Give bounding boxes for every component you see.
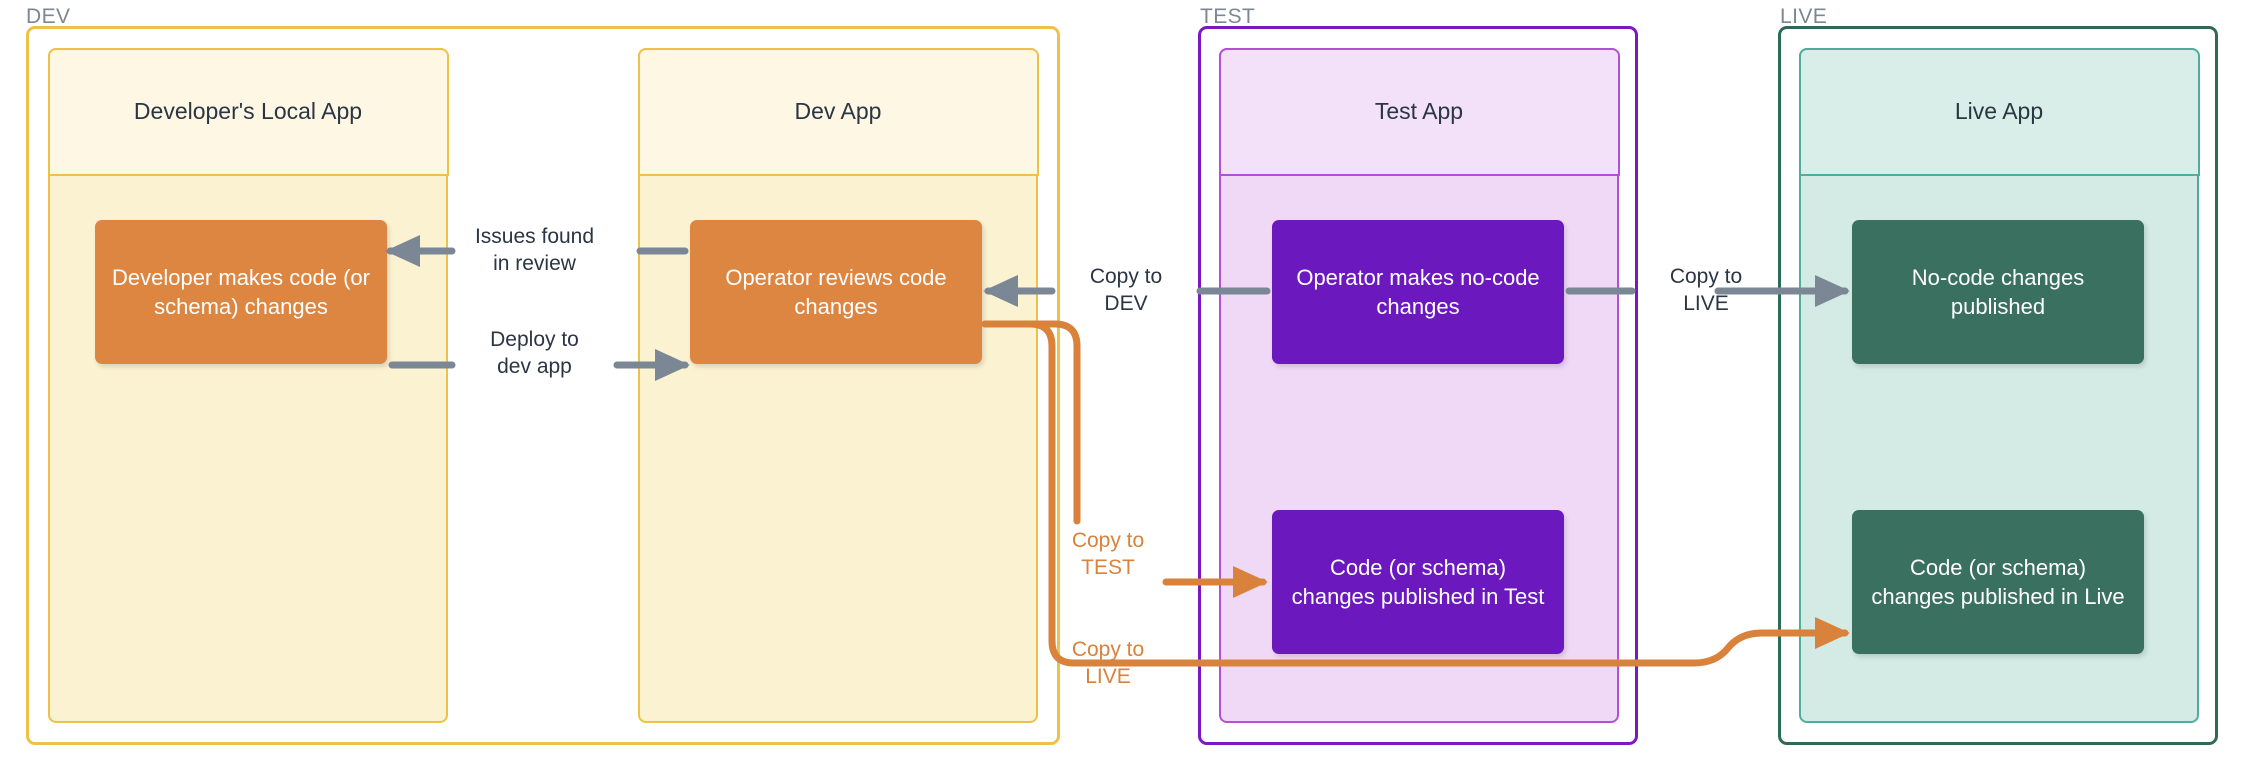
node-operator-makes-no-code-changes[interactable]: Operator makes no-code changes (1272, 220, 1564, 364)
app-title: Dev App (794, 98, 882, 124)
node-operator-reviews-code-changes[interactable]: Operator reviews code changes (690, 220, 982, 364)
app-title: Live App (1954, 98, 2044, 124)
env-label-test: TEST (1200, 5, 1256, 28)
app-card-developers-local-app: Developer's Local App (47, 47, 449, 723)
edge-label-deploy-to-dev-app: Deploy to dev app (490, 328, 579, 378)
env-box-live (1778, 26, 2218, 745)
app-header-dev-app: Dev App (637, 47, 1039, 176)
app-title: Test App (1374, 98, 1464, 124)
env-label-dev: DEV (26, 5, 71, 28)
edge-label-copy-to-live-bottom: Copy to LIVE (1071, 638, 1145, 688)
env-box-test (1198, 26, 1638, 745)
edge-label-copy-to-live-top: Copy to LIVE (1669, 265, 1743, 315)
edge-label-copy-to-test: Copy to TEST (1071, 529, 1145, 579)
edge-label-issues-found-in-review: Issues found in review (474, 225, 595, 275)
node-code-changes-published-in-live[interactable]: Code (or schema) changes published in Li… (1852, 510, 2144, 654)
edge-label-copy-to-dev: Copy to DEV (1089, 265, 1163, 315)
app-card-dev-app: Dev App (637, 47, 1039, 723)
env-label-live: LIVE (1780, 5, 1828, 28)
node-developer-makes-changes[interactable]: Developer makes code (or schema) changes (95, 220, 387, 364)
app-header-developers-local-app: Developer's Local App (47, 47, 449, 176)
app-title: Developer's Local App (133, 98, 363, 124)
node-code-changes-published-in-test[interactable]: Code (or schema) changes published in Te… (1272, 510, 1564, 654)
node-no-code-changes-published[interactable]: No-code changes published (1852, 220, 2144, 364)
app-header-live-app: Live App (1798, 47, 2200, 176)
app-header-test-app: Test App (1218, 47, 1620, 176)
